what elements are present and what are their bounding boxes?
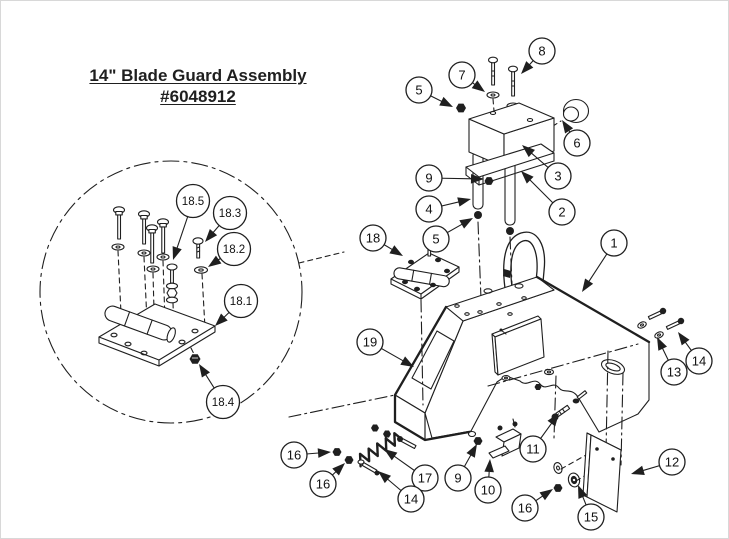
callout-3: 3 — [522, 145, 572, 190]
callout-17: 17 — [384, 449, 439, 492]
blade-guard-body — [393, 275, 651, 442]
locknut-upper — [456, 103, 466, 113]
hinge-assembly — [390, 243, 460, 300]
svg-text:9: 9 — [454, 471, 461, 486]
svg-text:12: 12 — [665, 455, 679, 470]
callout-14: 14 — [678, 332, 713, 375]
svg-text:16: 16 — [518, 501, 532, 516]
main-assembly-view — [332, 56, 685, 513]
svg-text:18.5: 18.5 — [182, 196, 204, 208]
svg-text:18.4: 18.4 — [212, 397, 235, 409]
svg-text:3: 3 — [554, 169, 561, 184]
svg-text:6: 6 — [573, 136, 580, 151]
axis-line-left — [288, 394, 396, 418]
callout-18: 18 — [359, 224, 403, 256]
svg-text:2: 2 — [558, 205, 565, 220]
svg-text:19: 19 — [363, 335, 377, 350]
svg-text:16: 16 — [287, 448, 301, 463]
svg-text:14: 14 — [404, 492, 418, 507]
washers-and-nut — [553, 462, 581, 492]
assembly-part-number: #6048912 — [160, 87, 236, 106]
callout-16: 16 — [309, 463, 345, 498]
knob — [544, 98, 590, 132]
svg-text:5: 5 — [432, 232, 439, 247]
callout-1: 1 — [582, 229, 628, 292]
page-title: 14" Blade Guard Assembly #6048912 — [37, 65, 359, 107]
callout-18.4: 18.4 — [199, 364, 241, 420]
callout-15: 15 — [577, 485, 605, 531]
callout-2: 2 — [521, 171, 576, 226]
callout-10: 10 — [474, 459, 502, 504]
callout-18.3: 18.3 — [205, 195, 248, 242]
svg-text:4: 4 — [425, 202, 432, 217]
callout-12: 12 — [631, 448, 686, 476]
svg-text:5: 5 — [415, 83, 422, 98]
svg-text:17: 17 — [418, 471, 432, 486]
callout-5: 5 — [405, 76, 453, 107]
callout-18.1: 18.1 — [215, 283, 259, 326]
svg-text:18.1: 18.1 — [230, 296, 252, 308]
hinge-bolts — [111, 206, 170, 352]
svg-text:7: 7 — [458, 68, 465, 83]
svg-text:1: 1 — [610, 236, 617, 251]
hinge-plate — [98, 303, 216, 367]
svg-text:9: 9 — [425, 171, 432, 186]
svg-text:16: 16 — [316, 477, 330, 492]
svg-text:18.3: 18.3 — [219, 208, 241, 220]
callout-13: 13 — [657, 337, 688, 386]
assembly-title: 14" Blade Guard Assembly — [89, 66, 307, 85]
svg-text:13: 13 — [667, 365, 681, 380]
svg-text:10: 10 — [481, 483, 495, 498]
callout-6: 6 — [562, 120, 591, 157]
callout-18.2: 18.2 — [208, 231, 252, 267]
callout-7: 7 — [448, 61, 485, 92]
svg-text:15: 15 — [584, 510, 598, 525]
callout-19: 19 — [356, 328, 414, 367]
hinge-nut — [189, 347, 201, 364]
callout-8: 8 — [521, 37, 556, 74]
svg-text:14: 14 — [692, 354, 706, 369]
callout-5: 5 — [422, 218, 473, 253]
svg-text:18: 18 — [366, 231, 380, 246]
callout-4: 4 — [415, 195, 471, 223]
side-screws — [637, 307, 685, 339]
detail-circle-border — [39, 160, 303, 424]
callout-16: 16 — [280, 441, 331, 469]
hinge-pivot-bolt — [165, 263, 179, 334]
svg-text:18.2: 18.2 — [223, 244, 245, 256]
svg-text:8: 8 — [538, 44, 545, 59]
callout-18.5: 18.5 — [172, 183, 211, 260]
spring-and-bolts — [332, 424, 417, 476]
hinge-side-bolt — [192, 237, 209, 329]
svg-text:11: 11 — [526, 442, 540, 457]
callout-11: 11 — [519, 413, 559, 463]
callout-9: 9 — [444, 444, 477, 492]
deflector-plate — [560, 432, 622, 513]
hinge-detail-view — [39, 160, 396, 424]
detail-link-line — [298, 251, 345, 264]
callout-16: 16 — [511, 489, 553, 522]
callout-14: 14 — [378, 471, 425, 513]
latch-bracket — [467, 418, 522, 459]
callout-9: 9 — [415, 164, 484, 192]
